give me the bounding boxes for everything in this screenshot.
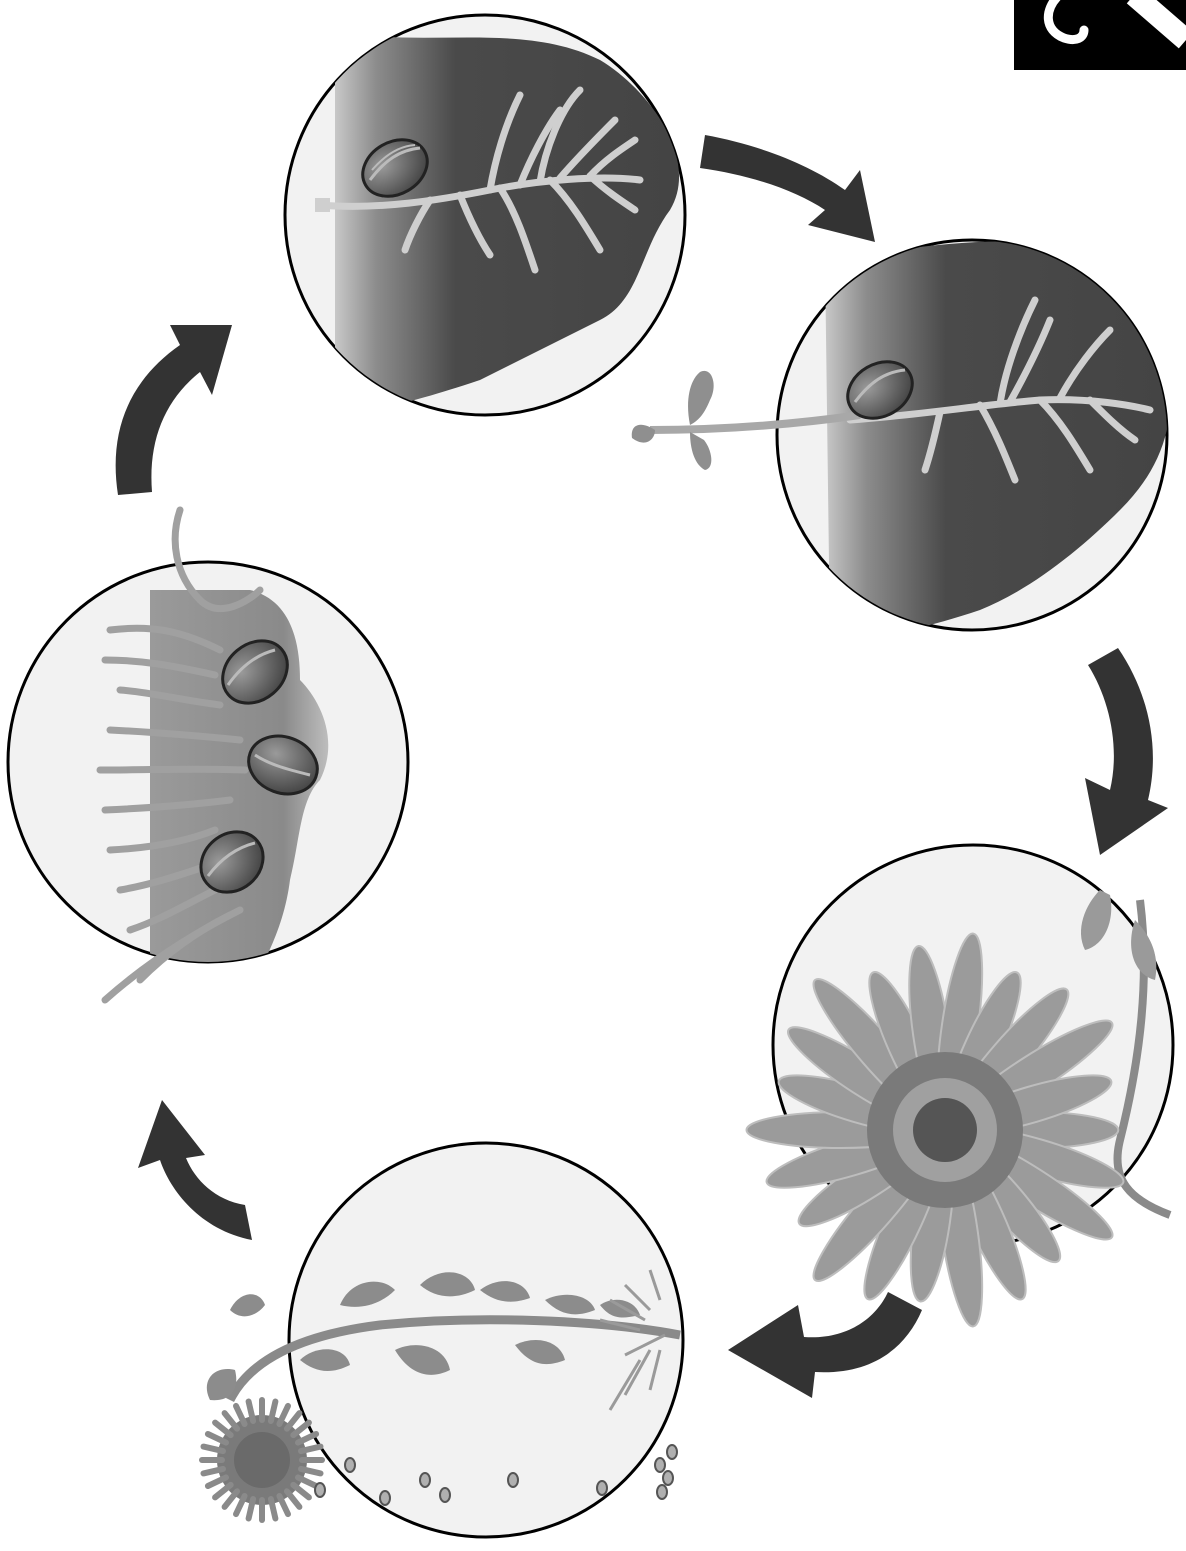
- corner-badge: [1014, 0, 1186, 70]
- stage-seeds-in-flower-head: [8, 510, 408, 1000]
- flower-head-spike: [215, 1485, 231, 1498]
- flower-head-spike: [298, 1477, 316, 1486]
- flower-head-spike: [236, 1406, 245, 1424]
- flower-head-spike: [236, 1496, 245, 1514]
- flower-head-spike: [298, 1434, 316, 1443]
- stage-wilting-plant: [202, 1143, 683, 1537]
- flower-head-spike: [208, 1477, 226, 1486]
- flower-head-spike: [287, 1413, 300, 1429]
- flower-head-spike: [293, 1423, 309, 1436]
- arrow-head-to-seed: [116, 325, 232, 495]
- flower-head-spike: [279, 1406, 288, 1424]
- flower-head-spike: [293, 1485, 309, 1498]
- curved-line-icon: [1014, 0, 1186, 70]
- flower-head-spike: [208, 1434, 226, 1443]
- flower-head-spike: [225, 1413, 238, 1429]
- stage-blooming-flower: [747, 845, 1174, 1329]
- arrow-flower-to-wilting: [728, 1292, 922, 1398]
- arrow-seed-to-seedling: [700, 135, 875, 242]
- arrow-seedling-to-flower: [1085, 648, 1168, 855]
- flower-head-spike: [225, 1491, 238, 1507]
- flower-head-spike: [287, 1491, 300, 1507]
- stage-germinating-seedling: [632, 240, 1171, 640]
- arrow-wilting-to-head: [138, 1100, 252, 1240]
- flower-head-spike: [279, 1496, 288, 1514]
- stage-seed-in-soil: [285, 15, 685, 415]
- flower-head-spike: [215, 1423, 231, 1436]
